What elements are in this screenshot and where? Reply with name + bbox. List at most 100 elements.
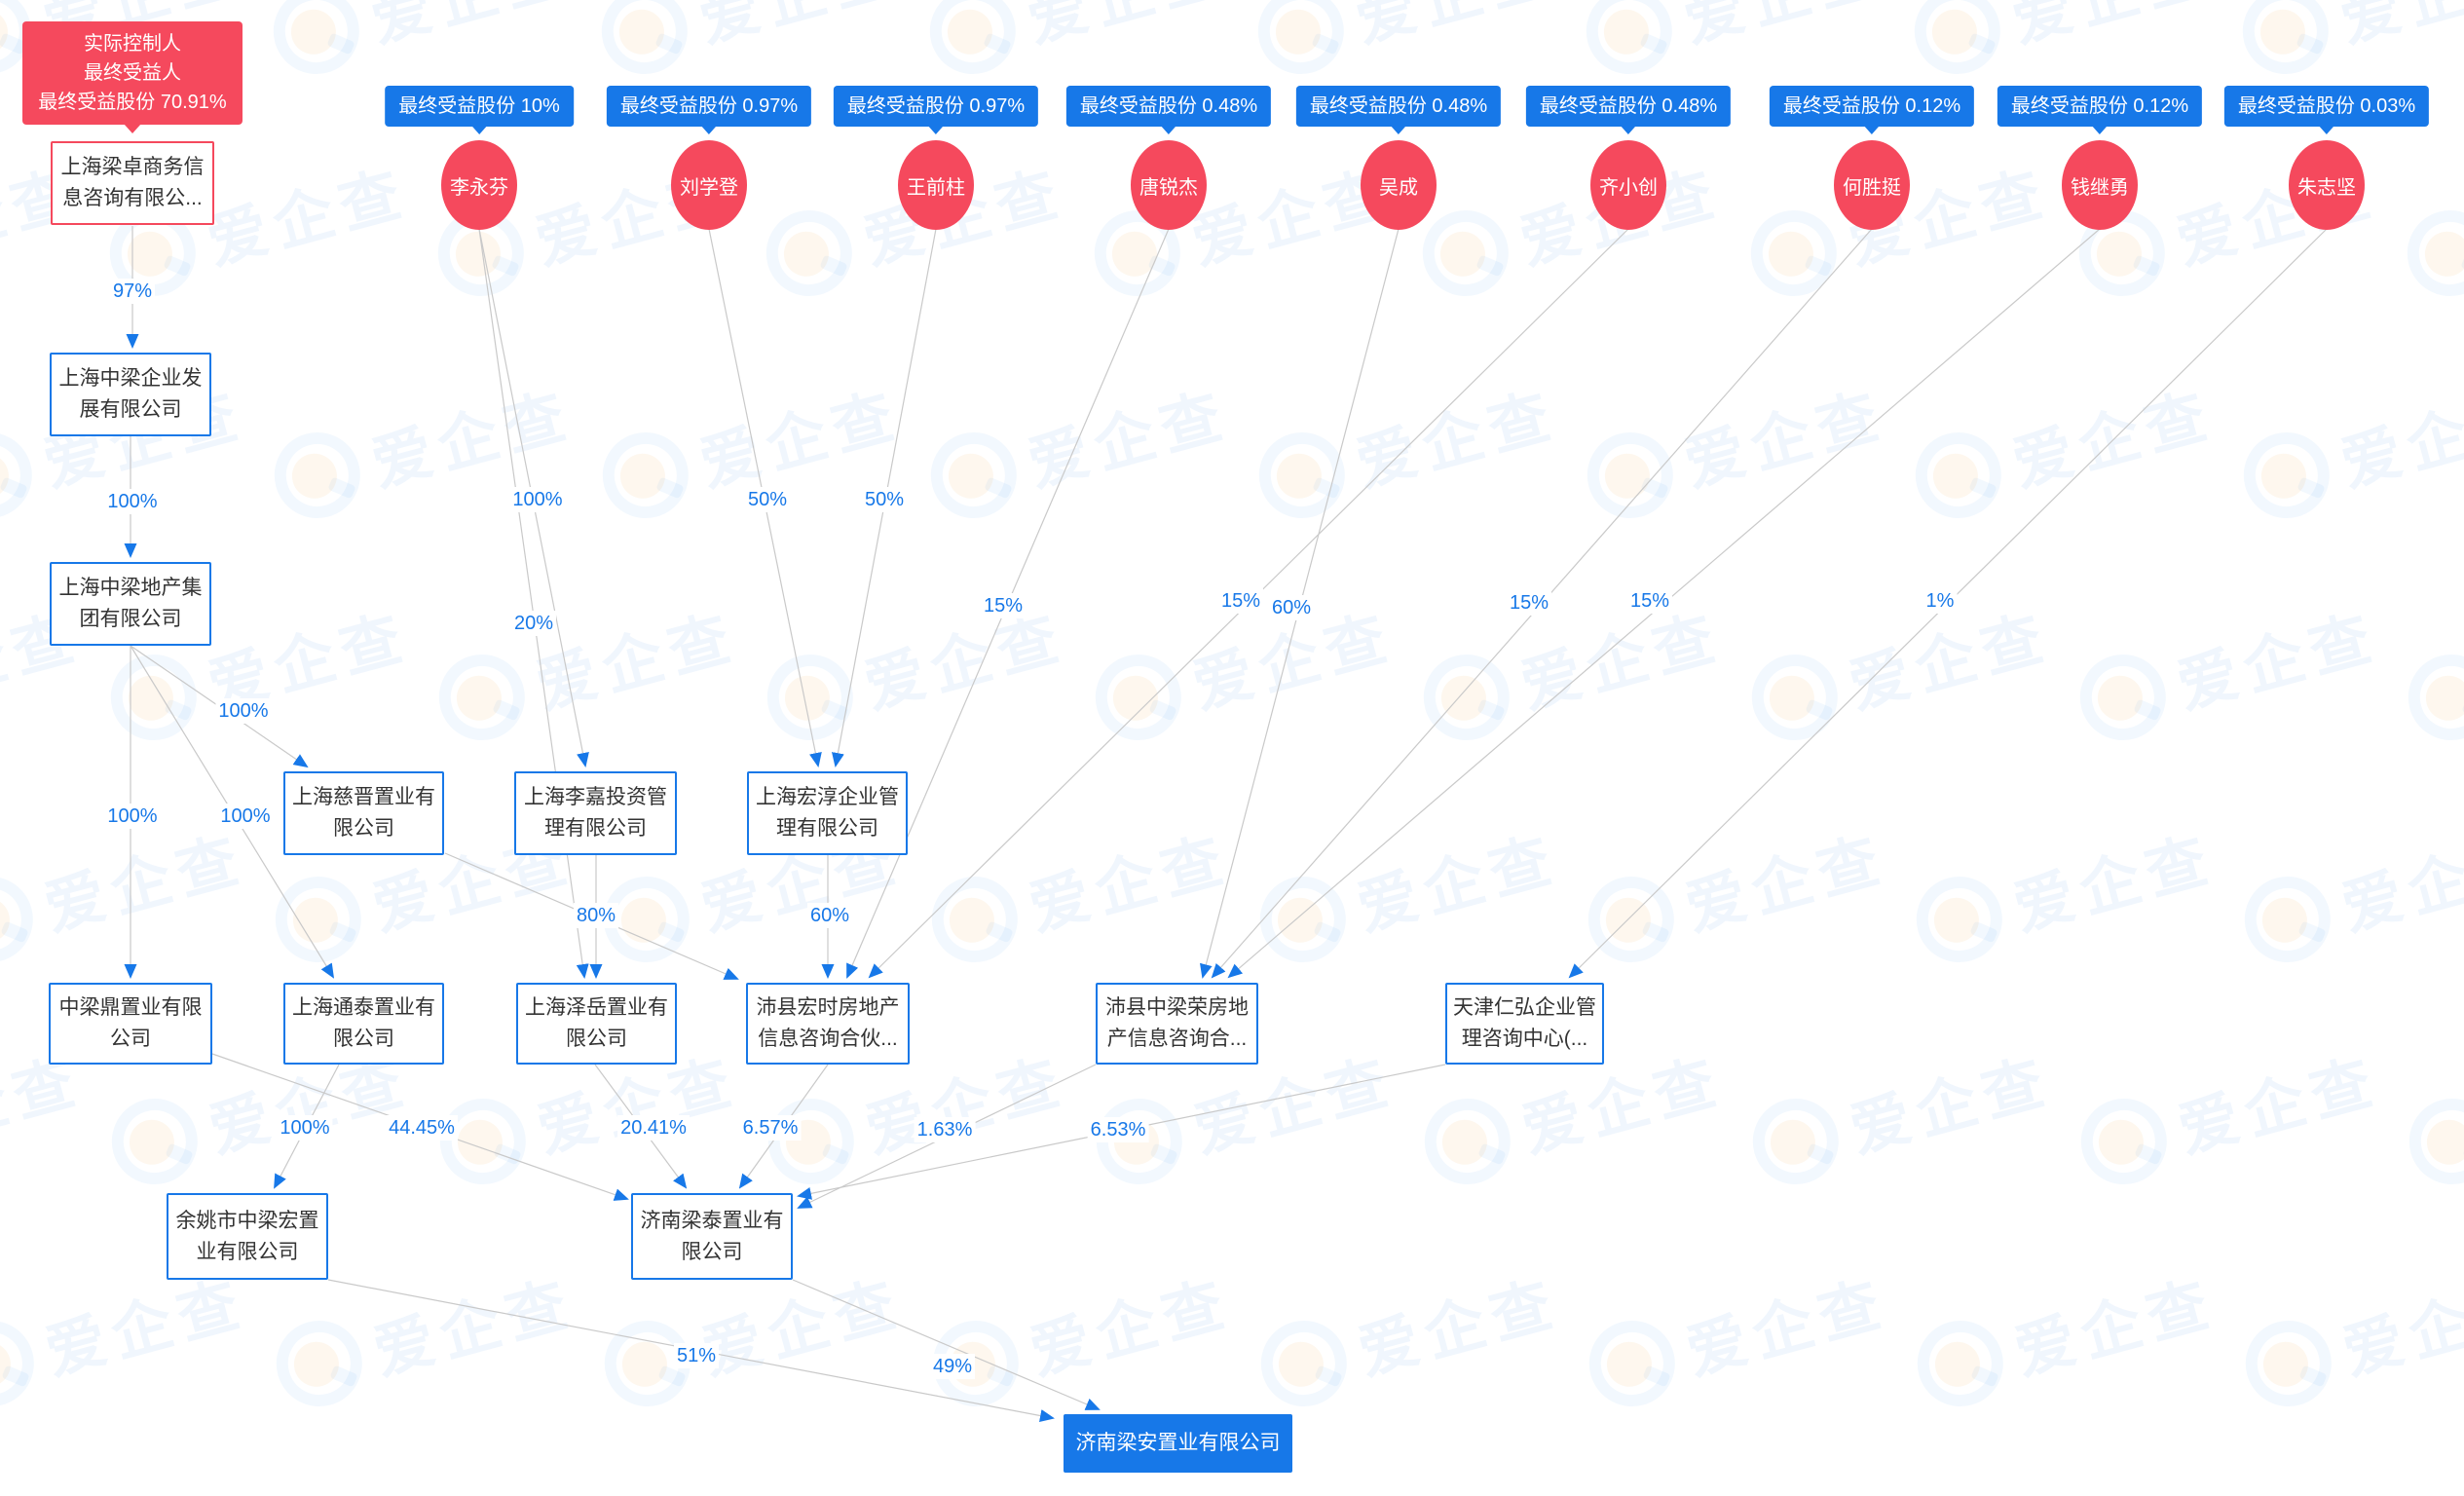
company-name-line: 济南梁泰置业有 xyxy=(640,1209,784,1232)
company-name-line: 理有限公司 xyxy=(776,817,878,840)
company-name-line: 上海慈晋置业有 xyxy=(292,786,435,808)
share-label-liangzhuo-to-fazhan: 97% xyxy=(109,279,156,304)
beneficiary-badge-heshengting: 最终受益股份 0.12% xyxy=(1769,86,1975,127)
company-name-line: 沛县宏时房地产 xyxy=(756,996,900,1019)
share-label-zhuzhijian-to-tianjinrenhong: 1% xyxy=(1923,588,1958,614)
beneficiary-badge-liuxuedeng: 最终受益股份 0.97% xyxy=(606,86,812,127)
company-name-line: 中梁鼎置业有限 xyxy=(58,996,203,1019)
person-node-wucheng[interactable]: 吴成 xyxy=(1361,140,1437,230)
beneficiary-badge-zhuzhijian: 最终受益股份 0.03% xyxy=(2223,86,2430,127)
company-node-liangan[interactable]: 济南梁安置业有限公司 xyxy=(1064,1414,1292,1473)
person-name: 唐锐杰 xyxy=(1139,176,1198,199)
company-name-line: 天津仁弘企业管 xyxy=(1453,996,1596,1019)
beneficiary-badge-qixiaochuang: 最终受益股份 0.48% xyxy=(1525,86,1732,127)
controller-tooltip-line: 最终受益人 xyxy=(84,62,181,84)
company-node-hongchun[interactable]: 上海宏淳企业管理有限公司 xyxy=(747,771,908,855)
company-name-line: 上海梁卓商务信 xyxy=(60,156,205,178)
share-label-tianjinrenhong-to-liangtai: 6.53% xyxy=(1087,1117,1149,1142)
share-label-zeyue-to-liangtai: 20.41% xyxy=(617,1115,690,1141)
person-node-tangruijie[interactable]: 唐锐杰 xyxy=(1131,140,1207,230)
company-name-line: 限公司 xyxy=(681,1240,743,1263)
person-name: 朱志坚 xyxy=(2297,176,2356,199)
share-label-tangruijie-to-hongshi: 15% xyxy=(980,593,1027,618)
share-label-liyongfen-to-lijia: 100% xyxy=(509,487,566,512)
person-node-heshengting[interactable]: 何胜挺 xyxy=(1834,140,1910,230)
company-name-line: 上海宏淳企业管 xyxy=(756,786,899,808)
share-label-qianjiyong-to-zhongliangrong: 15% xyxy=(1626,588,1673,614)
share-label-zhongliangding-to-liangtai: 44.45% xyxy=(386,1115,458,1141)
beneficiary-badge-qianjiyong: 最终受益股份 0.12% xyxy=(1997,86,2203,127)
company-name-line: 上海通泰置业有 xyxy=(292,996,435,1019)
company-node-fazhan[interactable]: 上海中梁企业发展有限公司 xyxy=(50,353,211,436)
person-node-wangqianzhu[interactable]: 王前柱 xyxy=(898,140,974,230)
person-name: 何胜挺 xyxy=(1843,176,1901,199)
share-label-hongchun-to-hongshi: 60% xyxy=(806,903,853,928)
company-name-line: 上海中梁地产集 xyxy=(58,577,203,599)
company-name-line: 限公司 xyxy=(566,1028,627,1050)
company-name-line: 产信息咨询合... xyxy=(1106,1028,1248,1050)
company-name-line: 余姚市中梁宏置 xyxy=(175,1209,319,1232)
company-name-line: 上海李嘉投资管 xyxy=(524,786,667,808)
edge-line-liangtai-to-liangan xyxy=(792,1279,1101,1410)
company-name-line: 息咨询有限公... xyxy=(62,187,203,209)
person-name: 王前柱 xyxy=(907,176,965,199)
company-name-line: 信息咨询合伙... xyxy=(758,1028,898,1050)
edge-line-liyongfen-to-zeyue xyxy=(478,228,589,979)
company-node-yuyao[interactable]: 余姚市中梁宏置业有限公司 xyxy=(167,1193,328,1280)
share-label-qixiaochuang-to-hongshi: 15% xyxy=(1217,588,1264,614)
company-node-cijin[interactable]: 上海慈晋置业有限公司 xyxy=(283,771,444,855)
company-node-zhongliangding[interactable]: 中梁鼎置业有限公司 xyxy=(49,983,212,1065)
company-node-lijia[interactable]: 上海李嘉投资管理有限公司 xyxy=(514,771,677,855)
share-label-yuyao-to-liangan: 51% xyxy=(673,1343,720,1368)
person-name: 李永芬 xyxy=(450,176,508,199)
share-label-jituan-to-zhongliangding: 100% xyxy=(104,804,161,829)
share-label-hongshi-to-liangtai: 6.57% xyxy=(739,1115,802,1141)
share-label-lijia-to-zeyue: 80% xyxy=(573,903,619,928)
beneficiary-badge-wangqianzhu: 最终受益股份 0.97% xyxy=(833,86,1039,127)
company-node-liangzhuo[interactable]: 上海梁卓商务信息咨询有限公... xyxy=(51,141,214,225)
controller-tooltip: 实际控制人最终受益人最终受益股份 70.91% xyxy=(22,21,243,125)
person-node-liyongfen[interactable]: 李永芬 xyxy=(441,140,517,230)
controller-tooltip-line: 最终受益股份 70.91% xyxy=(38,92,227,113)
share-label-liyongfen-to-zeyue: 20% xyxy=(510,611,557,636)
person-node-qianjiyong[interactable]: 钱继勇 xyxy=(2062,140,2138,230)
share-label-liangtai-to-liangan: 49% xyxy=(929,1354,976,1379)
share-label-zhongliangrong-to-liangtai: 1.63% xyxy=(914,1117,976,1142)
share-label-wucheng-to-zhongliangrong: 60% xyxy=(1268,595,1315,620)
company-node-zeyue[interactable]: 上海泽岳置业有限公司 xyxy=(516,983,677,1065)
person-name: 刘学登 xyxy=(680,176,738,199)
company-name-line: 公司 xyxy=(110,1028,151,1050)
company-node-liangtai[interactable]: 济南梁泰置业有限公司 xyxy=(631,1193,793,1280)
share-label-jituan-to-tongtai: 100% xyxy=(217,804,274,829)
person-name: 钱继勇 xyxy=(2071,176,2129,199)
company-name-line: 业有限公司 xyxy=(196,1240,299,1263)
company-name-line: 团有限公司 xyxy=(79,608,182,630)
controller-tooltip-line: 实际控制人 xyxy=(84,33,181,55)
share-label-liuxuedeng-to-hongchun: 50% xyxy=(744,487,791,512)
person-node-liuxuedeng[interactable]: 刘学登 xyxy=(671,140,747,230)
company-name-line: 限公司 xyxy=(333,1028,394,1050)
person-node-qixiaochuang[interactable]: 齐小创 xyxy=(1590,140,1666,230)
company-name-line: 济南梁安置业有限公司 xyxy=(1075,1432,1281,1454)
share-label-heshengting-to-zhongliangrong: 15% xyxy=(1506,590,1552,616)
company-node-jituan[interactable]: 上海中梁地产集团有限公司 xyxy=(50,562,211,646)
beneficiary-badge-tangruijie: 最终受益股份 0.48% xyxy=(1065,86,1272,127)
company-name-line: 沛县中梁荣房地 xyxy=(1105,996,1249,1019)
share-label-fazhan-to-jituan: 100% xyxy=(104,489,161,514)
company-name-line: 理咨询中心(... xyxy=(1461,1028,1588,1050)
company-node-zhongliangrong[interactable]: 沛县中梁荣房地产信息咨询合... xyxy=(1096,983,1258,1065)
beneficiary-badge-wucheng: 最终受益股份 0.48% xyxy=(1295,86,1502,127)
person-node-zhuzhijian[interactable]: 朱志坚 xyxy=(2289,140,2365,230)
share-label-tongtai-to-yuyao: 100% xyxy=(277,1115,333,1141)
share-label-jituan-to-cijin: 100% xyxy=(215,698,272,724)
person-name: 齐小创 xyxy=(1599,176,1658,199)
company-node-tianjinrenhong[interactable]: 天津仁弘企业管理咨询中心(... xyxy=(1445,983,1604,1065)
share-label-wangqianzhu-to-hongchun: 50% xyxy=(861,487,908,512)
company-name-line: 展有限公司 xyxy=(79,398,182,421)
company-node-tongtai[interactable]: 上海通泰置业有限公司 xyxy=(283,983,444,1065)
company-name-line: 理有限公司 xyxy=(544,817,647,840)
company-name-line: 限公司 xyxy=(333,817,394,840)
company-node-hongshi[interactable]: 沛县宏时房地产信息咨询合伙... xyxy=(746,983,910,1065)
person-name: 吴成 xyxy=(1379,176,1418,199)
